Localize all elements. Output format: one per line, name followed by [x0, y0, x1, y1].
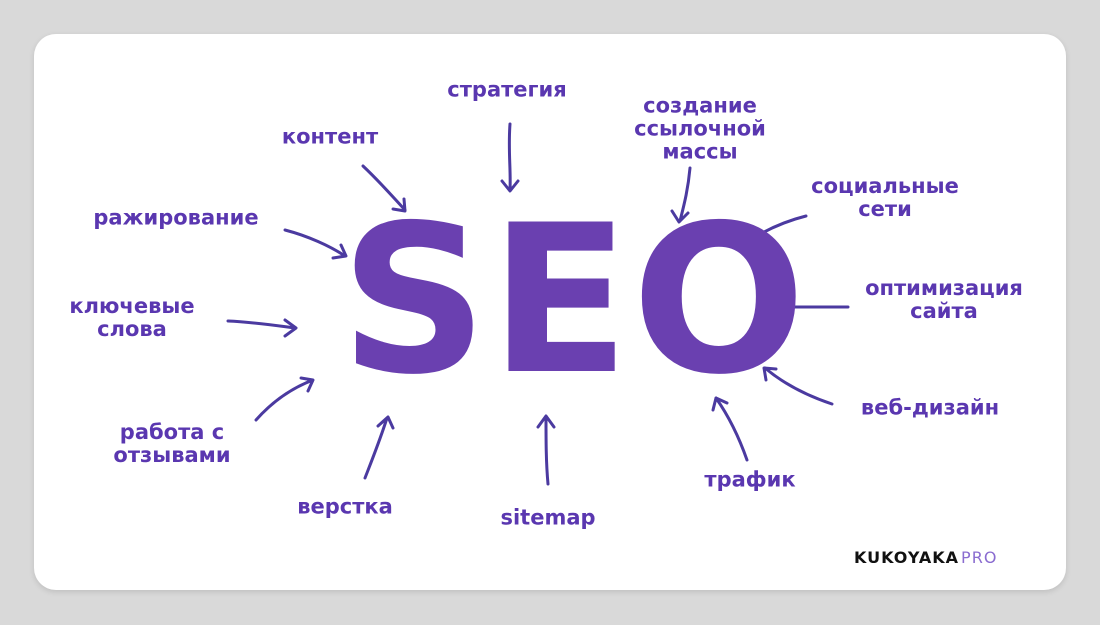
- arrow-link-building: [670, 166, 692, 224]
- seo-title: SEO: [340, 182, 808, 420]
- label-reviews: работа с отзывами: [113, 420, 231, 467]
- arrow-content: [361, 164, 407, 213]
- arrow-strategy: [500, 122, 520, 193]
- arrow-reviews: [254, 376, 315, 422]
- label-keywords: ключевые слова: [69, 294, 195, 341]
- arrow-sitemap: [536, 414, 556, 486]
- brand-name: KUKOYAKA: [854, 548, 960, 567]
- label-link-building: создание ссылочной массы: [634, 93, 766, 164]
- arrow-layout: [363, 415, 395, 480]
- label-web-design: веб-дизайн: [860, 395, 1000, 420]
- label-ranking: ражирование: [93, 205, 259, 230]
- diagram-card: [34, 34, 1066, 590]
- brand-suffix: PRO: [961, 548, 998, 567]
- label-layout: верстка: [297, 494, 393, 519]
- label-traffic: трафик: [704, 467, 796, 492]
- arrow-keywords: [226, 318, 298, 338]
- label-site-optimization: оптимизация сайта: [865, 276, 1023, 323]
- label-strategy: стратегия: [447, 77, 567, 102]
- arrow-ranking: [283, 228, 348, 260]
- arrow-site-optimization: [773, 297, 850, 317]
- arrow-web-design: [762, 366, 834, 406]
- label-social-networks: социальные сети: [811, 174, 959, 221]
- arrow-traffic: [711, 396, 749, 462]
- arrow-social: [742, 214, 808, 247]
- label-sitemap: sitemap: [500, 505, 596, 530]
- label-content: контент: [281, 124, 379, 149]
